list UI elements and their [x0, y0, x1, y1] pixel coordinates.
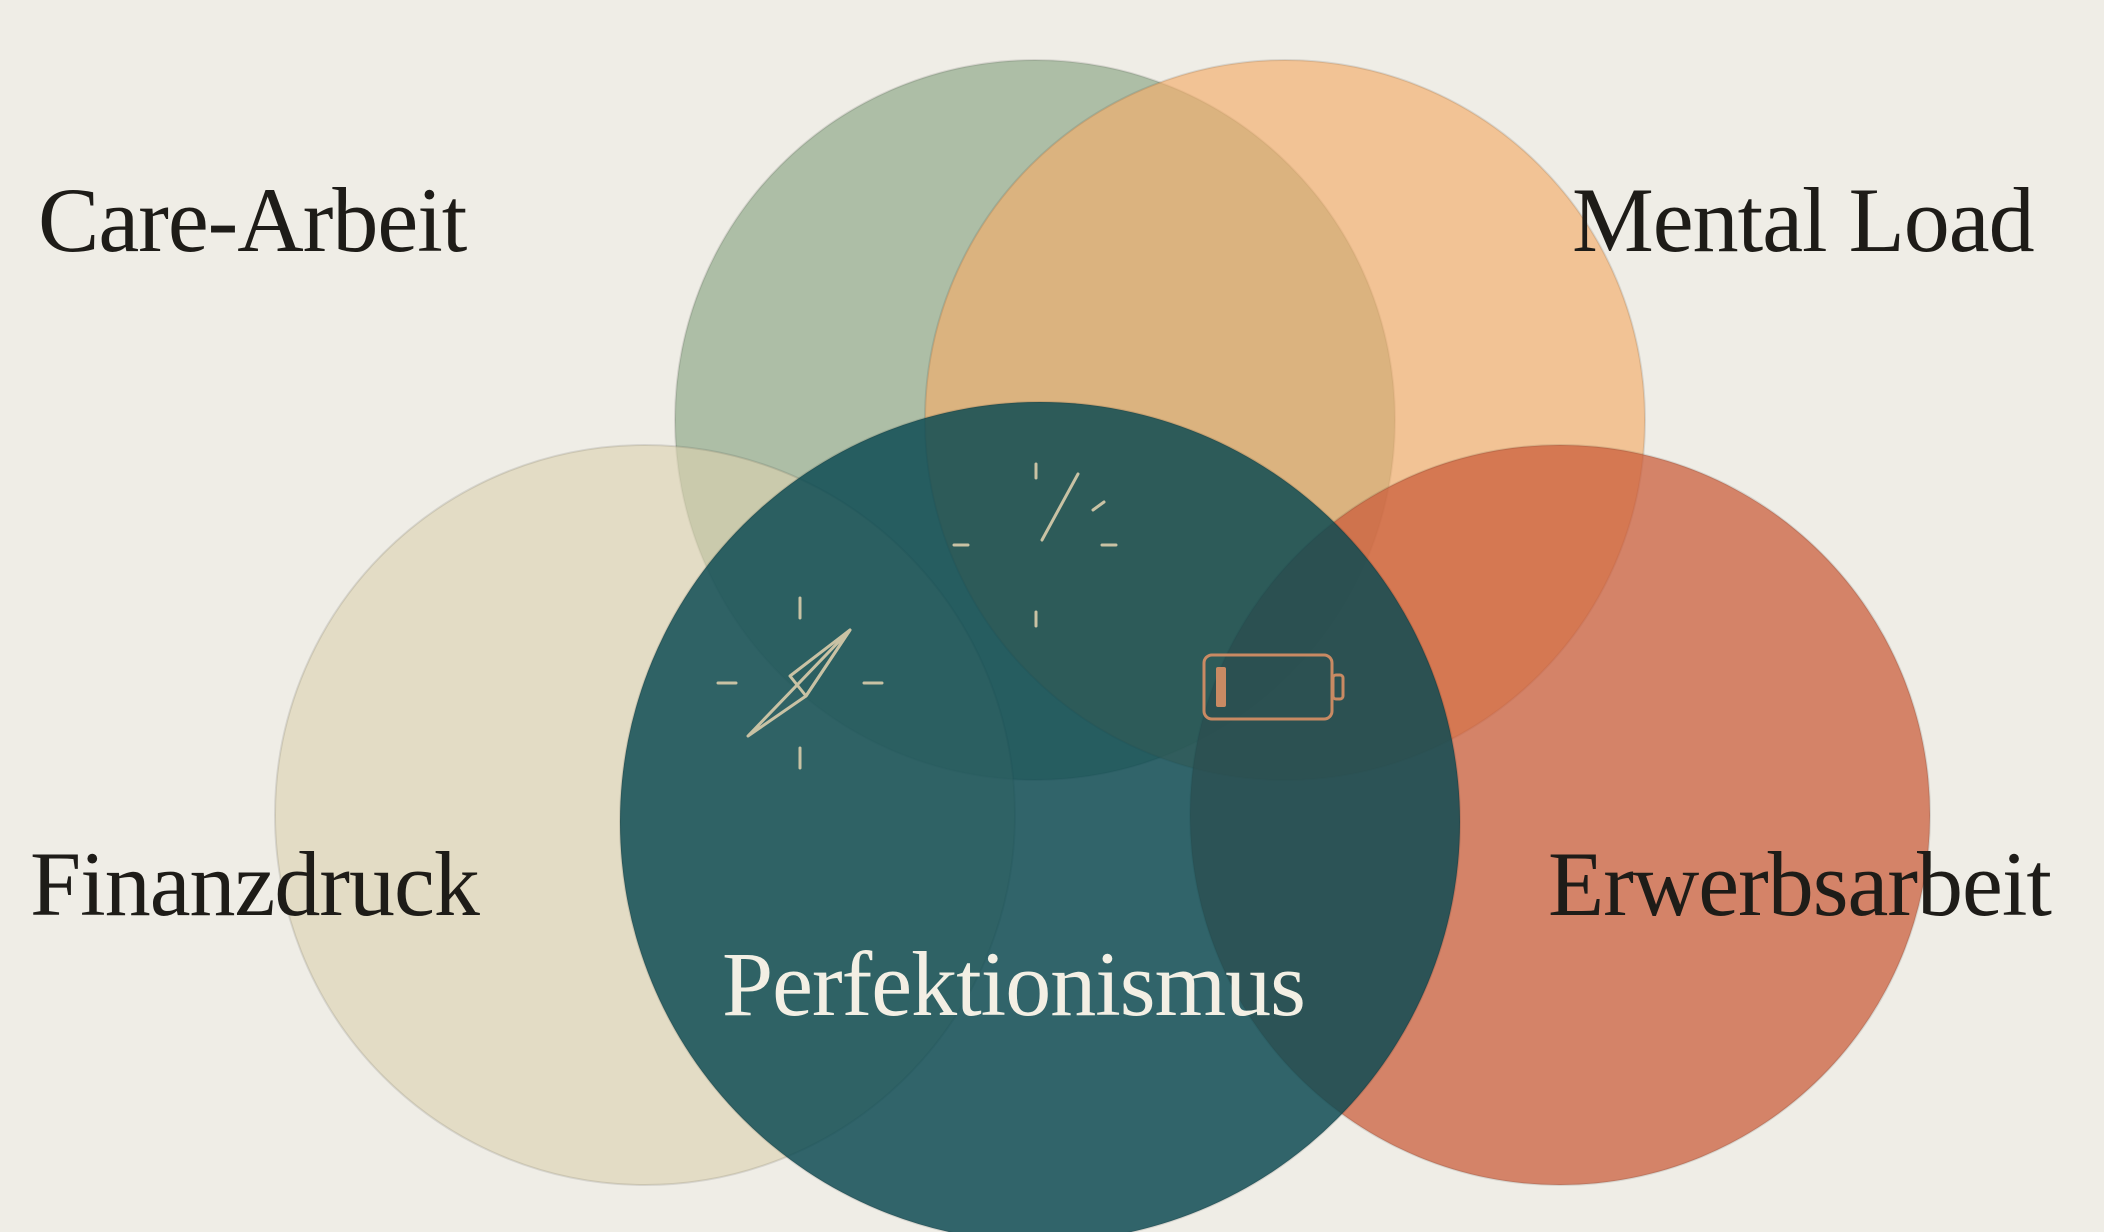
- care-arbeit-label: Care-Arbeit: [38, 169, 467, 271]
- finanzdruck-label: Finanzdruck: [30, 833, 480, 935]
- battery-fill: [1216, 667, 1226, 707]
- perfektionismus-label: Perfektionismus: [722, 933, 1306, 1035]
- clock-icon: [952, 462, 1118, 628]
- perfektionismus-circle: [619, 401, 1461, 1232]
- erwerbsarbeit-label: Erwerbsarbeit: [1548, 833, 2052, 935]
- battery-low-icon: [1202, 653, 1345, 721]
- compass-icon: [716, 596, 884, 770]
- mental-load-label: Mental Load: [1572, 169, 2035, 271]
